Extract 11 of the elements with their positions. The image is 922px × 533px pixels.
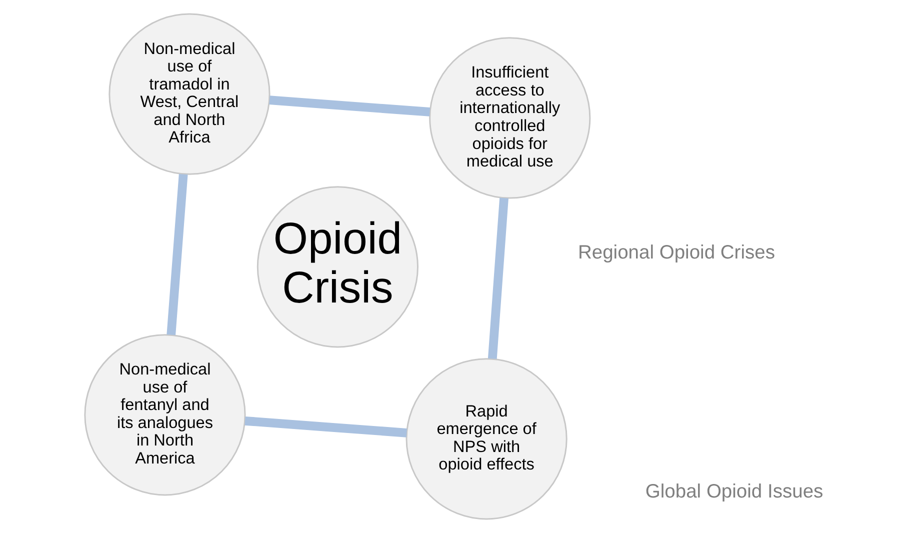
connector bbox=[244, 416, 406, 438]
connector bbox=[487, 198, 508, 359]
node-circle: Non-medical use of fentanyl and its analogues in North America bbox=[84, 334, 246, 496]
node-circle: Insufficient access to internationally controlled opioids for medical use bbox=[428, 37, 590, 199]
node-circle: Opioid Crisis bbox=[256, 186, 418, 348]
connector bbox=[166, 174, 188, 336]
label: Regional Opioid Crises bbox=[577, 242, 774, 264]
node-circle: Non-medical use of tramadol in West, Central and North Africa bbox=[108, 13, 270, 175]
connector bbox=[268, 96, 430, 116]
node-circle: Rapid emergence of NPS with opioid effects bbox=[405, 358, 567, 520]
label: Global Opioid Issues bbox=[644, 481, 823, 502]
